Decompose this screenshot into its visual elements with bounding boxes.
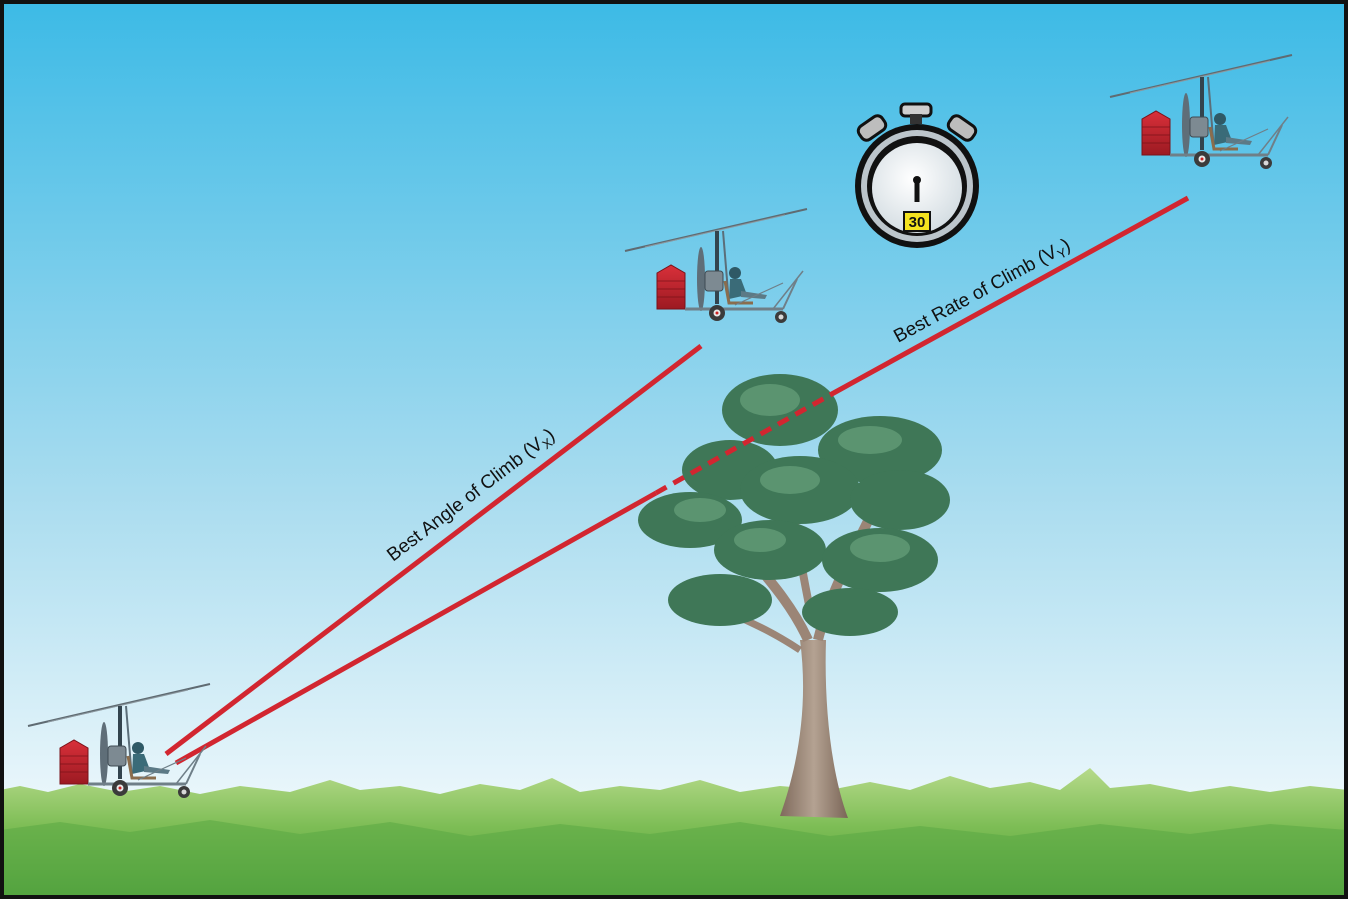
stopwatch-icon: 30 (855, 102, 979, 248)
best-rate-line-hidden (654, 392, 832, 496)
best-rate-line (174, 490, 658, 766)
best-rate-line-upper (828, 195, 1190, 398)
stopwatch-badge (903, 211, 931, 232)
stopwatch-reading: 30 (909, 214, 926, 231)
grass-shade (0, 820, 1348, 899)
climb-lines (164, 195, 1190, 766)
best-angle-line (164, 344, 703, 756)
tree-icon (638, 374, 950, 818)
